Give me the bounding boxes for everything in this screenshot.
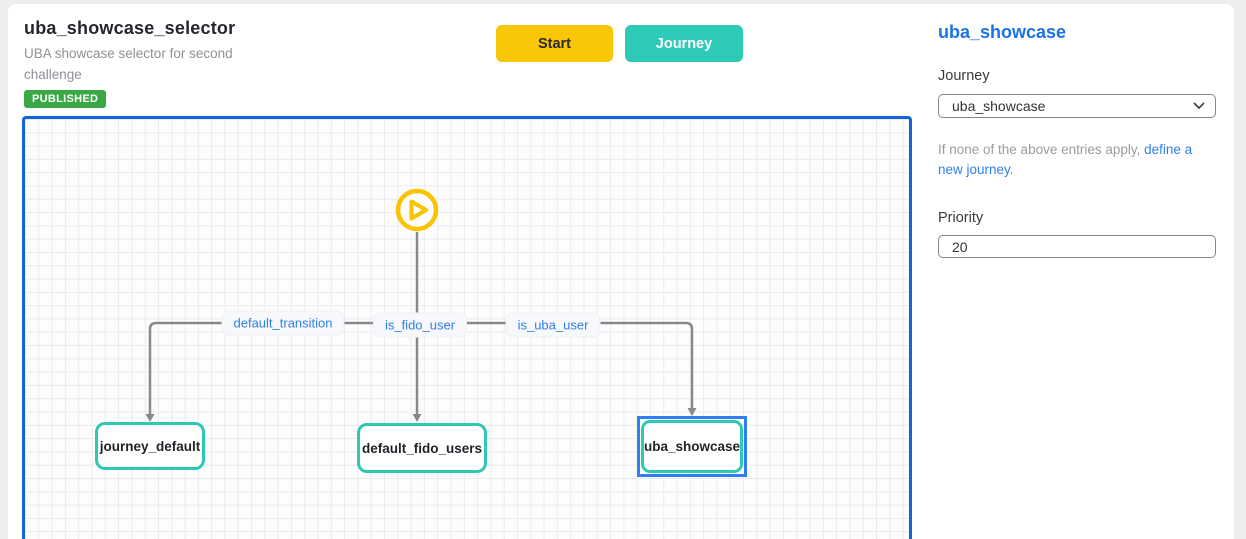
- edge-label-default-transition[interactable]: default_transition: [221, 310, 345, 336]
- node-default-fido-users[interactable]: default_fido_users: [357, 423, 487, 473]
- priority-input[interactable]: [938, 235, 1216, 258]
- flow-canvas[interactable]: default_transition is_fido_user is_uba_u…: [22, 116, 912, 539]
- help-text: If none of the above entries apply,: [938, 142, 1145, 157]
- play-icon: [395, 188, 439, 232]
- flow-edges: [145, 232, 697, 422]
- chevron-down-icon: [1193, 102, 1205, 110]
- panel-title: uba_showcase: [938, 22, 1067, 42]
- journey-select[interactable]: uba_showcase: [938, 94, 1216, 118]
- define-new-journey-link[interactable]: define a new journey.: [938, 142, 1193, 177]
- start-button[interactable]: Start: [496, 25, 613, 62]
- edge-label-is-fido-user[interactable]: is_fido_user: [372, 312, 468, 338]
- journey-help-text: If none of the above entries apply, defi…: [938, 140, 1216, 179]
- journey-field-label: Journey: [938, 68, 990, 84]
- properties-panel: uba_showcase Journey uba_showcase If non…: [938, 16, 1216, 258]
- flow-editor-card: uba_showcase_selector UBA showcase selec…: [8, 4, 1234, 539]
- node-journey-default[interactable]: journey_default: [95, 422, 205, 470]
- status-badge: PUBLISHED: [24, 90, 107, 108]
- journey-select-value: uba_showcase: [952, 98, 1046, 114]
- page-title: uba_showcase_selector: [24, 18, 236, 38]
- page-subtitle: UBA showcase selector for second challen…: [24, 46, 233, 82]
- journey-button[interactable]: Journey: [625, 25, 743, 62]
- start-node[interactable]: [395, 188, 439, 232]
- node-uba-showcase[interactable]: uba_showcase: [641, 420, 743, 473]
- node-selection-outline[interactable]: uba_showcase: [637, 416, 747, 477]
- edge-label-is-uba-user[interactable]: is_uba_user: [505, 312, 601, 338]
- priority-field-label: Priority: [938, 210, 984, 226]
